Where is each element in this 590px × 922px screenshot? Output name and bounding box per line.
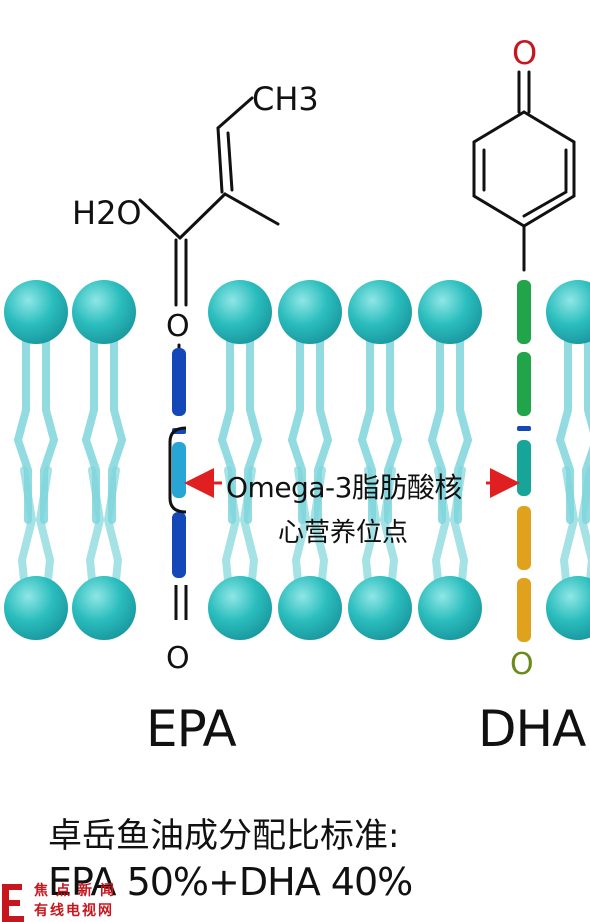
epa-bracket [168, 426, 187, 514]
lipid-head [546, 576, 590, 640]
dha-oxygen-top: O [512, 34, 537, 72]
watermark-line-2: 有线电视网 [34, 903, 114, 919]
water-group: H2O [72, 194, 142, 232]
dha-label: DHA [478, 700, 586, 758]
epa-highlight-segment [172, 442, 186, 498]
dha-molecule: O O [472, 34, 576, 682]
epa-chain-segment [172, 512, 186, 578]
lipid-head [418, 280, 482, 344]
lipid-head [278, 280, 342, 344]
dha-chain-segment [517, 352, 531, 416]
lipid-head [208, 576, 272, 640]
dha-chain-segment [517, 506, 531, 570]
standard-title: 卓岳鱼油成分配比标准: [48, 816, 400, 856]
lipid-head [4, 576, 68, 640]
epa-oxygen-bottom: O [166, 641, 190, 676]
annotation-line-2: 心营养位点 [278, 518, 409, 548]
lipid-head [4, 280, 68, 344]
dha-chain-segment [517, 578, 531, 642]
lipid-head [418, 576, 482, 640]
methyl-group: CH3 [252, 80, 319, 118]
lipid-head [348, 576, 412, 640]
lipid-head [208, 280, 272, 344]
dha-chain-segment [517, 440, 531, 496]
standard-ratio: EPA 50%+DHA 40% [48, 860, 413, 904]
lipid-head [348, 280, 412, 344]
lipid-head [278, 576, 342, 640]
epa-label: EPA [146, 700, 237, 758]
watermark-logo [2, 884, 24, 922]
annotation-line-1: Omega-3脂肪酸核 [226, 471, 462, 504]
dha-oxygen-bottom: O [510, 647, 534, 682]
dha-chain-segment [517, 280, 531, 344]
lipid-head [546, 280, 590, 344]
lipid-tail [577, 466, 590, 604]
lipid-head [72, 576, 136, 640]
epa-oxygen-top: O [166, 309, 190, 344]
epa-molecule: CH3 H2O O O [72, 80, 319, 676]
phospholipid-bilayer [4, 280, 590, 640]
watermark-line-1: 焦点新闻 [34, 883, 122, 899]
lipid-head [72, 280, 136, 344]
dha-chain-segment [517, 426, 531, 431]
epa-chain-segment [172, 348, 186, 416]
